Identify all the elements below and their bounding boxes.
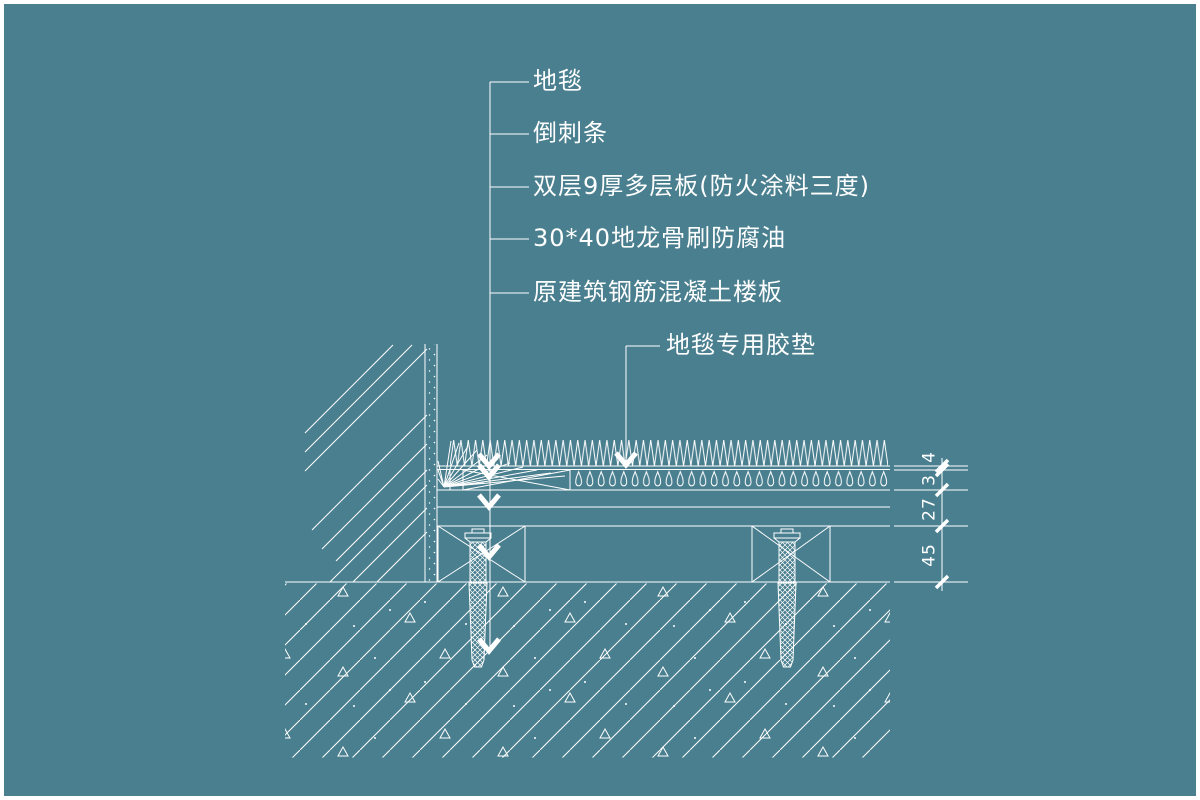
leader-lines bbox=[477, 81, 660, 655]
callout-carpet: 地毯 bbox=[533, 67, 583, 96]
dimension-chain bbox=[894, 458, 968, 591]
floor-assembly bbox=[437, 440, 890, 527]
callout-plywood: 双层9厚多层板(防火涂料三度) bbox=[533, 172, 870, 201]
rubber-pad-hatch bbox=[573, 470, 888, 490]
pad-leader bbox=[625, 345, 660, 465]
concrete-aggregate bbox=[285, 583, 890, 758]
concrete-slab bbox=[285, 581, 890, 758]
carpet-hatch bbox=[450, 440, 888, 466]
anchor-bolt-right bbox=[773, 528, 801, 668]
callout-carpet-pad: 地毯专用胶垫 bbox=[666, 331, 816, 360]
dim-value-4: 4 bbox=[919, 451, 940, 463]
dim-value-45: 45 bbox=[919, 543, 940, 567]
leader-arrows bbox=[477, 451, 638, 655]
callout-slab: 原建筑钢筋混凝土楼板 bbox=[533, 278, 783, 307]
callout-tack-strip: 倒刺条 bbox=[533, 119, 608, 148]
tack-strip-box bbox=[449, 469, 571, 491]
dim-value-3: 3 bbox=[919, 474, 940, 486]
wall-section bbox=[304, 344, 438, 583]
main-leader bbox=[489, 81, 529, 651]
joist-blocks bbox=[437, 525, 831, 583]
wall-hatch bbox=[304, 344, 428, 583]
extension-lines bbox=[894, 465, 968, 583]
dimension-ticks bbox=[934, 458, 950, 590]
callout-joist: 30*40地龙骨刷防腐油 bbox=[533, 224, 787, 253]
anchor-bolts bbox=[464, 528, 801, 668]
dim-value-27: 27 bbox=[919, 497, 940, 521]
wall-plaster-stipple bbox=[426, 344, 437, 582]
